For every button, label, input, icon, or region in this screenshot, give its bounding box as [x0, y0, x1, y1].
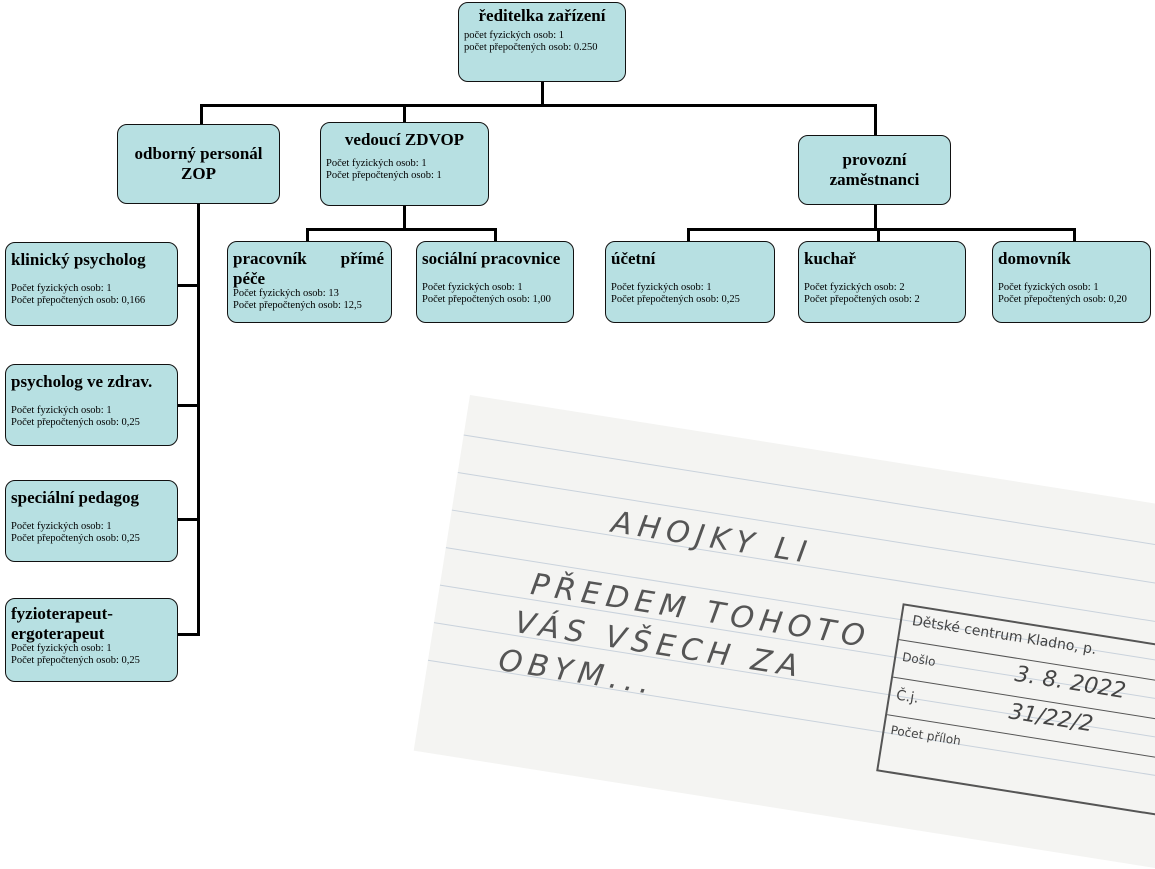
connector-provozni-left — [687, 228, 690, 243]
handwritten-note-photo: AHOJKY LI PŘEDEM TOHOTO VÁS VŠECH ZA OBY… — [413, 395, 1155, 869]
connector-zop-1 — [178, 284, 200, 287]
connector-zop-2 — [178, 404, 200, 407]
node-specialni-pedagog: speciální pedagog Počet fyzických osob: … — [5, 480, 178, 562]
connector-zdvop-right — [494, 228, 497, 243]
note-hand-line1: AHOJKY LI — [609, 504, 815, 572]
node-title-l2: péče — [233, 268, 266, 288]
connector-vedouci-up — [403, 104, 406, 124]
connector-zop-spine — [197, 203, 200, 636]
node-line2: Počet přepočtených osob: 0,25 — [611, 293, 740, 305]
node-line2: Počet přepočtených osob: 0,25 — [11, 532, 140, 544]
node-line2: Počet přepočtených osob: 1,00 — [422, 293, 551, 305]
node-line2: Počet přepočtených osob: 12,5 — [233, 300, 362, 312]
stamp-label2: Č.j. — [895, 687, 920, 707]
node-socialni-pracovnice: sociální pracovnice Počet fyzických osob… — [416, 241, 574, 323]
group-odborny-title2: ZOP — [181, 164, 216, 183]
node-line1: Počet fyzických osob: 1 — [611, 281, 712, 293]
node-title: klinický psycholog — [11, 250, 146, 269]
node-line1: Počet fyzických osob: 1 — [998, 281, 1099, 293]
connector-provozni-bus — [687, 228, 1076, 231]
node-domovnik: domovník Počet fyzických osob: 1 Počet p… — [992, 241, 1151, 323]
root-title: ředitelka zařízení — [478, 6, 606, 25]
node-line2: Počet přepočtených osob: 2 — [804, 293, 920, 305]
node-title: domovník — [998, 249, 1071, 268]
group-provozni: provozní zaměstnanci — [798, 135, 951, 205]
node-line1: Počet fyzických osob: 1 — [422, 281, 523, 293]
stamp-label1: Došlo — [901, 649, 937, 670]
node-fyzioterapeut: fyzioterapeut- ergoterapeut Počet fyzick… — [5, 598, 178, 682]
received-stamp: Dětské centrum Kladno, p. Došlo 3. 8. 20… — [876, 603, 1155, 822]
node-title-l2: ergoterapeut — [11, 623, 105, 643]
node-title-l1: fyzioterapeut- — [11, 604, 113, 623]
node-pracovnik-prime-pece: pracovník přímé péče Počet fyzických oso… — [227, 241, 392, 323]
node-line1: Počet fyzických osob: 2 — [804, 281, 905, 293]
node-title: sociální pracovnice — [422, 249, 561, 268]
connector-zdvop-down — [403, 205, 406, 230]
root-line2: počet přepočtených osob: 0.250 — [464, 41, 598, 53]
node-line2: Počet přepočtených osob: 0,166 — [11, 294, 146, 306]
root-node: ředitelka zařízení počet fyzických osob:… — [458, 2, 626, 82]
stamp-value2: 31/22/2 — [1007, 699, 1095, 738]
group-vedouci-title: vedoucí ZDVOP — [344, 130, 465, 149]
connector-provozni-down — [874, 205, 877, 230]
group-provozni-title2: zaměstnanci — [829, 170, 920, 189]
connector-top-bus — [200, 104, 877, 107]
node-title-l1: pracovník přímé — [233, 249, 385, 268]
node-klinicky-psycholog: klinický psycholog Počet fyzických osob:… — [5, 242, 178, 326]
node-ucetni: účetní Počet fyzických osob: 1 Počet pře… — [605, 241, 775, 323]
node-title: účetní — [611, 249, 656, 268]
group-odborny: odborný personál ZOP — [117, 124, 280, 204]
node-kuchar: kuchař Počet fyzických osob: 2 Počet pře… — [798, 241, 966, 323]
connector-provozni-mid — [877, 228, 880, 243]
node-line1: Počet fyzických osob: 1 — [11, 520, 112, 532]
node-line2: Počet přepočtených osob: 0,20 — [998, 293, 1127, 305]
node-line1: Počet fyzických osob: 1 — [11, 282, 112, 294]
connector-zdvop-bus — [306, 228, 497, 231]
group-vedouci-line1: Počet fyzických osob: 1 — [326, 157, 427, 169]
node-line2: Počet přepočtených osob: 0,25 — [11, 655, 140, 667]
connector-root-down — [541, 82, 544, 106]
stamp-header: Dětské centrum Kladno, p. — [910, 613, 1098, 659]
connector-provozni-up — [874, 104, 877, 136]
group-vedouci: vedoucí ZDVOP Počet fyzických osob: 1 Po… — [320, 122, 489, 206]
connector-provozni-right — [1073, 228, 1076, 243]
node-title: psycholog ve zdrav. — [11, 372, 153, 391]
connector-zdvop-left — [306, 228, 309, 243]
node-line1: Počet fyzických osob: 1 — [11, 404, 112, 416]
node-psycholog-ve-zdrav: psycholog ve zdrav. Počet fyzických osob… — [5, 364, 178, 446]
root-line1: počet fyzických osob: 1 — [464, 29, 565, 41]
connector-odborny-up — [200, 104, 203, 126]
node-title: speciální pedagog — [11, 488, 139, 507]
node-line2: Počet přepočtených osob: 0,25 — [11, 416, 140, 428]
node-line1: Počet fyzických osob: 1 — [11, 643, 112, 655]
node-line1: Počet fyzických osob: 13 — [233, 288, 339, 300]
node-title: kuchař — [804, 249, 856, 268]
group-provozni-title1: provozní — [842, 150, 907, 170]
stamp-label3: Počet příloh — [889, 723, 962, 748]
group-odborny-title1: odborný personál — [134, 144, 263, 164]
connector-zop-3 — [178, 518, 200, 521]
group-vedouci-line2: Počet přepočtených osob: 1 — [326, 169, 442, 181]
connector-zop-4 — [178, 633, 200, 636]
